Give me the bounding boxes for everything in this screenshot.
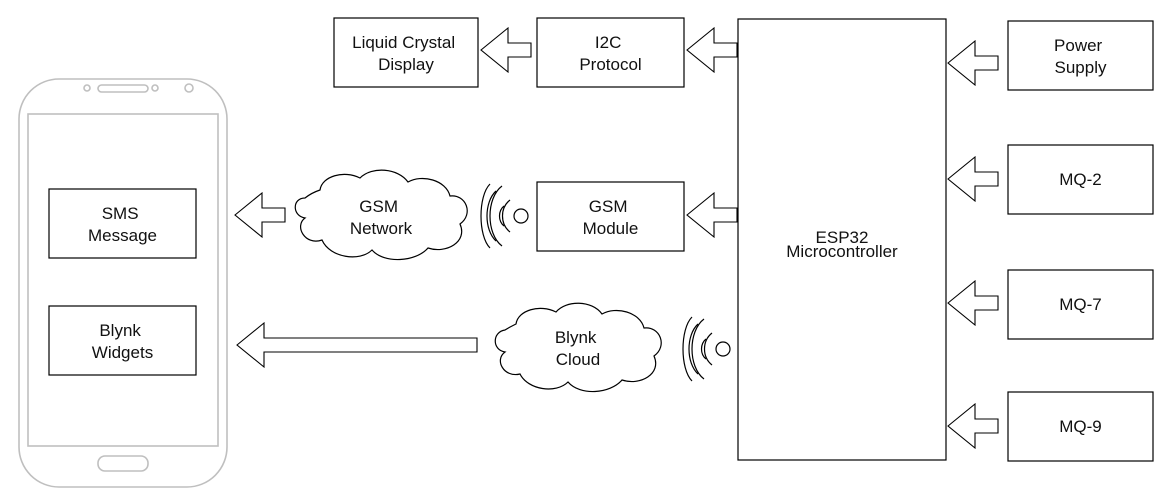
sms-message-label: SMS Message [88,204,157,245]
arrow-esp32-to-i2c [686,27,738,73]
mq9-label: MQ-9 [1059,417,1102,436]
gsm-module-block: GSM Module [536,181,685,252]
mq2-label: MQ-2 [1059,170,1102,189]
mq7-block: MQ-7 [1007,269,1154,340]
arrow-power-to-esp32 [947,40,999,86]
lcd-block: Liquid Crystal Display [333,17,479,88]
cloud-icon: Blynk Cloud [494,302,662,393]
esp32-label-line2: Microcontroller [786,242,898,261]
mq2-block: MQ-2 [1007,144,1154,215]
esp32-block: ESP32 Microcontroller [737,18,947,461]
cloud-icon: GSM Network [294,169,468,261]
lcd-label: Liquid Crystal Display [352,33,460,74]
arrow-blynk-cloud-to-widgets [236,321,478,369]
sms-message-block: SMS Message [48,188,197,259]
arrow-esp32-to-gsm-module [686,192,738,238]
wireless-signal-icon [682,316,731,382]
power-supply-label: Power Supply [1054,36,1107,77]
blynk-widgets-label: Blynk Widgets [92,321,153,362]
gsm-module-label: GSM Module [583,197,639,238]
blynk-cloud-label: Blynk Cloud [555,328,601,369]
mq9-block: MQ-9 [1007,391,1154,462]
arrow-mq9-to-esp32 [947,403,999,449]
arrow-gsm-network-to-sms [234,192,286,238]
power-supply-block: Power Supply [1007,20,1154,91]
i2c-protocol-block: I2C Protocol [536,17,685,88]
esp32-label: ESP32 [816,228,869,247]
arrow-mq2-to-esp32 [947,156,999,202]
blynk-widgets-block: Blynk Widgets [48,305,197,376]
arrow-i2c-to-lcd [480,27,532,73]
i2c-protocol-label: I2C Protocol [579,33,641,74]
wireless-signal-icon [480,183,529,249]
mq7-label: MQ-7 [1059,295,1102,314]
smartphone-icon [18,78,228,488]
gsm-network-label: GSM Network [350,197,413,238]
arrow-mq7-to-esp32 [947,280,999,326]
